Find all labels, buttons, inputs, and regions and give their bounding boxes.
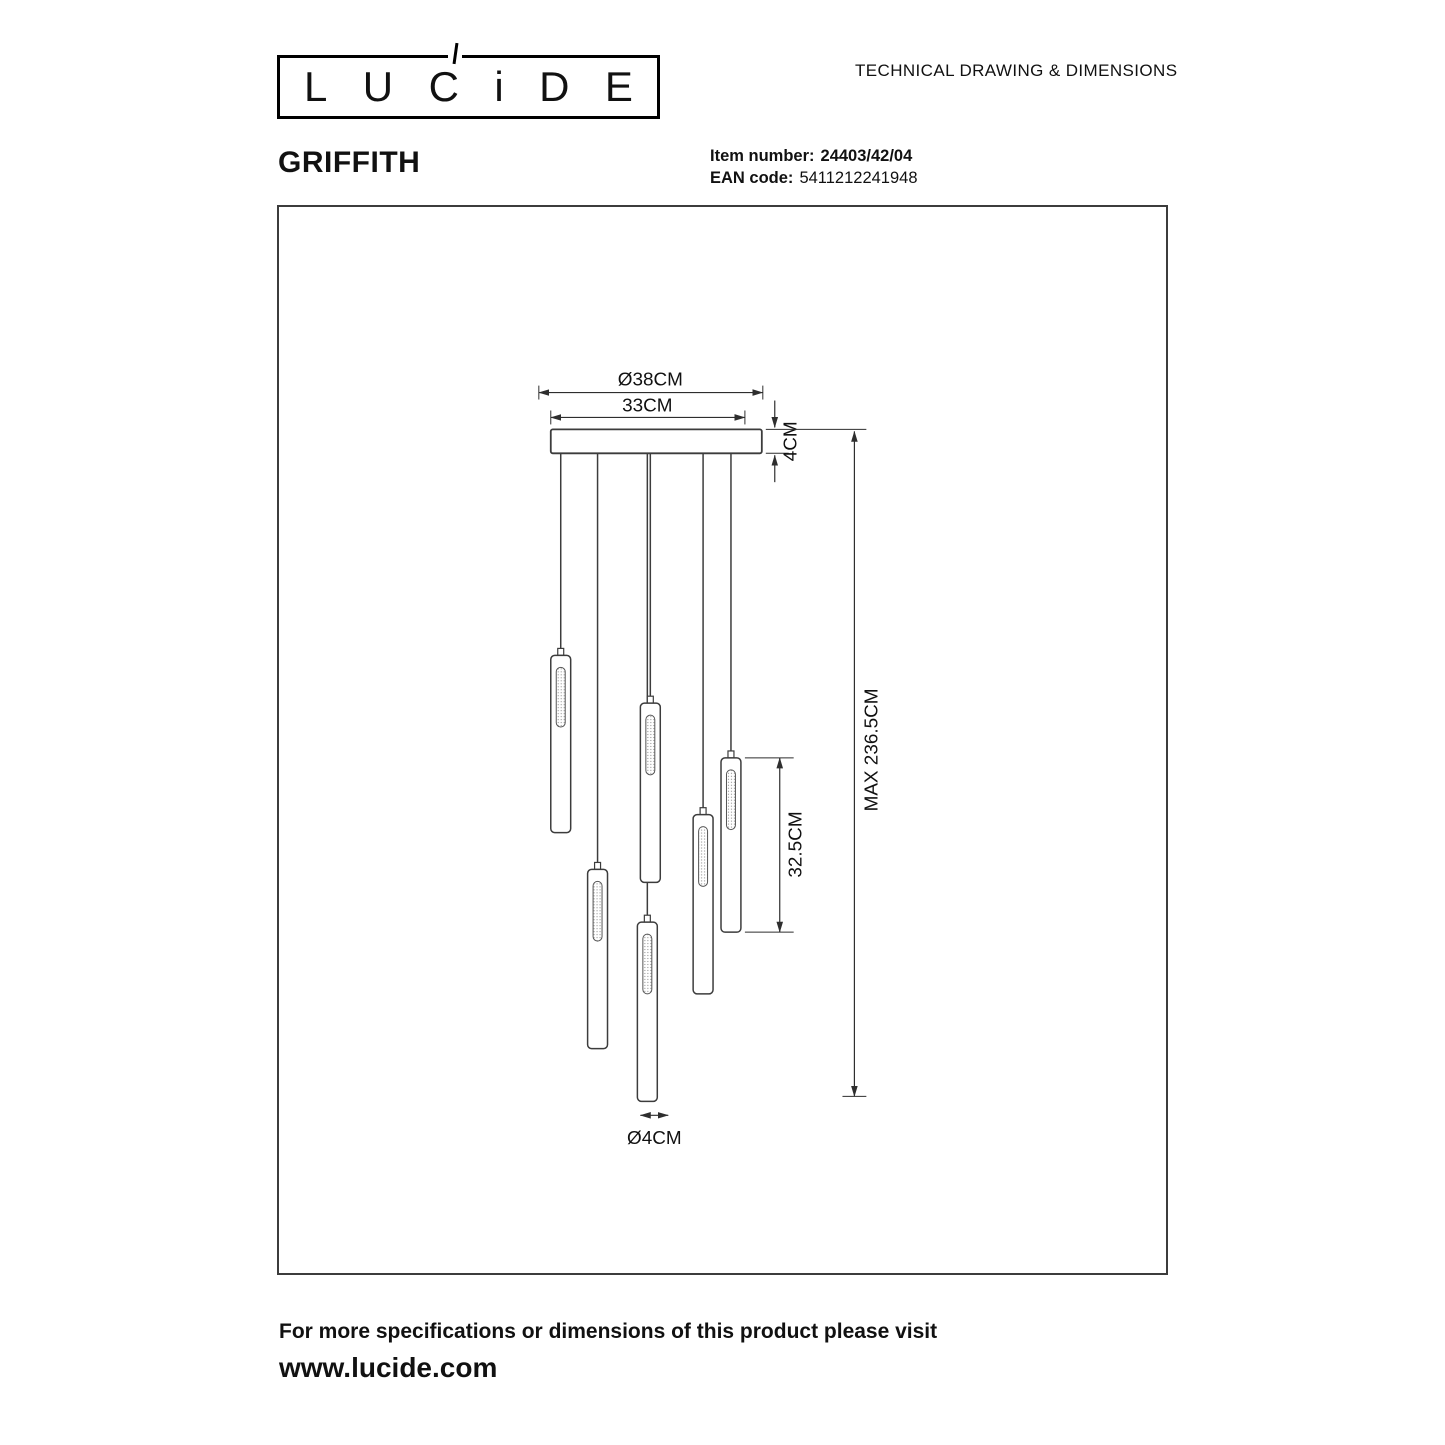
pendant-1 — [550, 647, 572, 834]
dimension-max-drop: MAX 236.5CM — [765, 428, 882, 1097]
sheet-title: TECHNICAL DRAWING & DIMENSIONS — [855, 61, 1178, 80]
logo-letter: i — [494, 63, 504, 110]
logo-letter: C — [428, 63, 459, 110]
item-number-row: Item number: 24403/42/04 — [710, 145, 918, 167]
dim-label-plate-diameter: Ø38CM — [618, 370, 683, 391]
ceiling-plate — [549, 428, 763, 455]
dim-label-tube-diameter: Ø4CM — [627, 1128, 682, 1149]
lucide-logo: L U C i D E — [277, 42, 660, 119]
product-name: GRIFFITH — [278, 146, 421, 179]
footer-note: For more specifications or dimensions of… — [279, 1320, 938, 1343]
logo-letter: L — [304, 63, 328, 110]
pendant-4 — [636, 914, 659, 1103]
item-number-label: Item number: — [710, 147, 815, 165]
dim-label-max-drop: MAX 236.5CM — [861, 688, 882, 811]
logo-letter: D — [539, 63, 570, 110]
footer-website: www.lucide.com — [279, 1352, 498, 1383]
pendant-2 — [586, 861, 609, 1050]
dimension-plate-diameter: Ø38CM — [538, 370, 764, 400]
pendant-5 — [692, 807, 714, 995]
pendant-3 — [639, 695, 662, 884]
dim-label-tube-length: 32.5CM — [786, 811, 807, 877]
drawing-frame: Ø38CM 33CM 4CM — [277, 205, 1168, 1275]
dimension-tube-length: 32.5CM — [744, 757, 807, 933]
ean-row: EAN code: 5411212241948 — [710, 167, 918, 189]
logo-letter: E — [604, 63, 633, 110]
dim-label-plate-height: 4CM — [781, 421, 802, 461]
logo-letter: U — [362, 63, 394, 110]
technical-drawing: Ø38CM 33CM 4CM — [538, 370, 882, 1149]
dimension-tube-diameter: Ø4CM — [627, 1112, 682, 1149]
dim-label-plate-width: 33CM — [622, 395, 672, 416]
product-info: Item number: 24403/42/04 EAN code: 54112… — [710, 145, 918, 189]
dimension-plate-width: 33CM — [550, 395, 746, 425]
logo-accent-mark — [452, 42, 459, 65]
item-number-value: 24403/42/04 — [820, 147, 913, 165]
ean-label: EAN code: — [710, 169, 794, 187]
pendant-6 — [720, 750, 742, 933]
dimension-plate-height: 4CM — [765, 400, 802, 483]
ean-value: 5411212241948 — [799, 169, 918, 187]
